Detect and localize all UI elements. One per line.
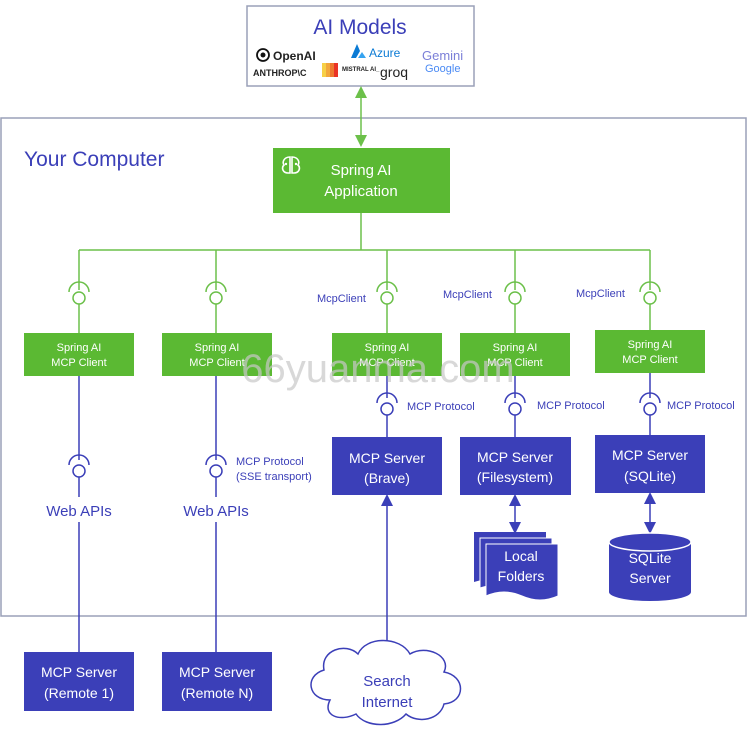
svg-text:(Remote 1): (Remote 1) (44, 685, 114, 701)
mcp-server-filesystem-box: MCP Server (Filesystem) (460, 437, 571, 495)
svg-text:(SQLite): (SQLite) (624, 468, 676, 484)
svg-text:OpenAI: OpenAI (273, 49, 316, 63)
ai-models-box: AI Models OpenAI Azure Gemini Google ANT… (246, 5, 475, 87)
mcpclient-label-3: McpClient (317, 293, 366, 305)
brain-icon (281, 156, 301, 174)
svg-text:Spring AI: Spring AI (365, 342, 410, 354)
svg-text:(Brave): (Brave) (364, 470, 410, 486)
mcp-client-box-5: Spring AI MCP Client (595, 330, 705, 373)
svg-text:Spring AI: Spring AI (195, 342, 240, 354)
mcpclient-label-5: McpClient (576, 288, 625, 300)
client-to-server-connectors (68, 373, 661, 478)
svg-text:MCP Server: MCP Server (349, 450, 425, 466)
svg-text:MISTRAL AI_: MISTRAL AI_ (342, 67, 380, 73)
protocol-sse-label-line2: (SSE transport) (236, 471, 312, 483)
mcp-client-box-4: Spring AI MCP Client (460, 333, 570, 376)
your-computer-title: Your Computer (24, 148, 164, 171)
spring-ai-application-box: Spring AI Application (273, 148, 450, 213)
your-computer-boundary (0, 117, 747, 617)
svg-text:SQLite: SQLite (629, 550, 672, 566)
groq-logo: groq (380, 64, 408, 80)
web-apis-label-1: Web APIs (46, 503, 112, 520)
mcp-client-box-1: Spring AI MCP Client (24, 333, 134, 376)
mistral-logo: MISTRAL AI_ (322, 63, 380, 77)
svg-text:MCP Client: MCP Client (622, 354, 677, 366)
mcpclient-label-4: McpClient (443, 289, 492, 301)
local-folders-icon: Local Folders (474, 532, 559, 601)
web-apis-label-2: Web APIs (183, 503, 249, 520)
protocol-label-sqlite: MCP Protocol (667, 400, 735, 412)
svg-text:MCP Client: MCP Client (51, 357, 106, 369)
svg-text:Gemini: Gemini (422, 48, 463, 63)
svg-text:MCP Client: MCP Client (189, 357, 244, 369)
svg-text:MCP Server: MCP Server (41, 664, 117, 680)
app-title-line1: Spring AI (331, 162, 392, 179)
ai-models-title: AI Models (313, 16, 406, 39)
svg-text:MCP Client: MCP Client (359, 357, 414, 369)
svg-text:Spring AI: Spring AI (628, 339, 673, 351)
mcp-server-sqlite-box: MCP Server (SQLite) (595, 435, 705, 493)
openai-logo: OpenAI (256, 48, 316, 63)
mcp-server-brave-box: MCP Server (Brave) (332, 437, 442, 495)
svg-text:(Filesystem): (Filesystem) (477, 469, 553, 485)
protocol-label-filesystem: MCP Protocol (537, 400, 605, 412)
mcp-client-box-2: Spring AI MCP Client (162, 333, 272, 376)
gemini-google-logo: Gemini Google (422, 48, 463, 75)
svg-text:Search: Search (363, 673, 411, 690)
svg-text:Spring AI: Spring AI (57, 342, 102, 354)
mcp-server-remote-1-box: MCP Server (Remote 1) (24, 652, 134, 711)
svg-text:MCP Server: MCP Server (477, 449, 553, 465)
protocol-label-brave: MCP Protocol (407, 401, 475, 413)
anthropic-logo: ANTHROP\C (253, 68, 307, 78)
svg-text:MCP Client: MCP Client (487, 357, 542, 369)
watermark: 66yuanma.com (241, 347, 514, 391)
svg-text:Google: Google (425, 63, 460, 75)
azure-logo: Azure (351, 44, 401, 60)
svg-text:Spring AI: Spring AI (493, 342, 538, 354)
app-to-clients-connectors (68, 213, 661, 333)
mcp-client-box-3: Spring AI MCP Client (332, 333, 442, 376)
svg-text:MCP Server: MCP Server (612, 447, 688, 463)
mcp-server-remote-n-box: MCP Server (Remote N) (162, 652, 272, 711)
protocol-sse-label-line1: MCP Protocol (236, 456, 304, 468)
svg-text:(Remote N): (Remote N) (181, 685, 253, 701)
svg-text:Local: Local (504, 548, 537, 564)
svg-text:MCP Server: MCP Server (179, 664, 255, 680)
app-title-line2: Application (324, 183, 397, 200)
svg-text:Folders: Folders (498, 568, 545, 584)
svg-text:Azure: Azure (369, 46, 401, 60)
sqlite-database-icon: SQLite Server (608, 532, 692, 601)
search-internet-cloud: Search Internet (310, 639, 462, 726)
svg-text:Internet: Internet (362, 694, 414, 711)
svg-text:Server: Server (629, 570, 671, 586)
